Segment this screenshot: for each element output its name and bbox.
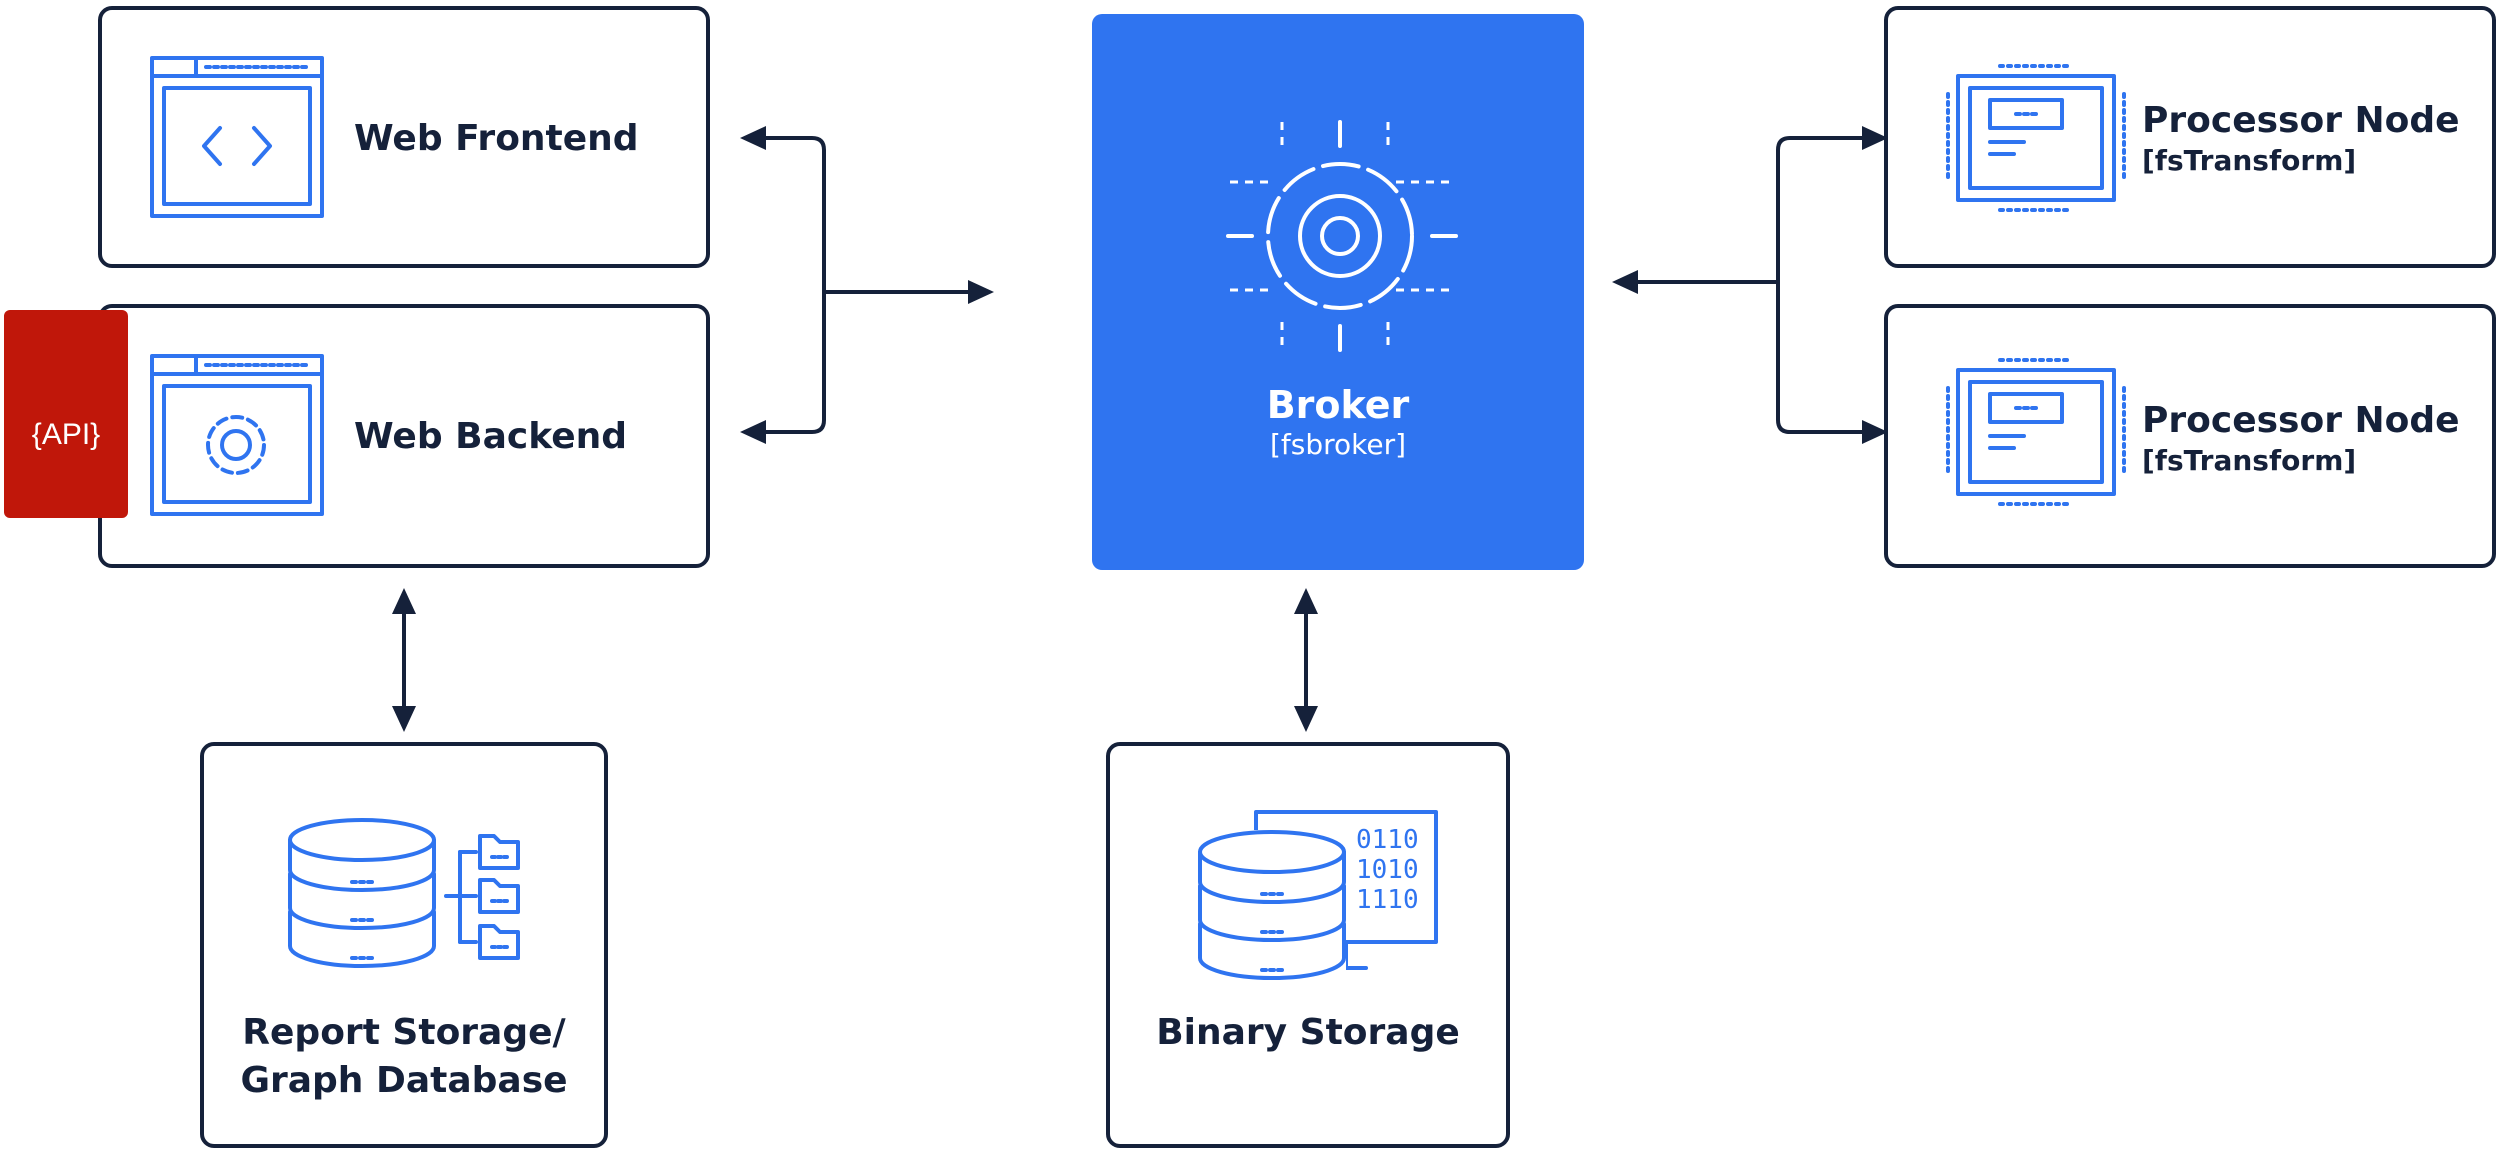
svg-text:1010: 1010 <box>1356 855 1419 885</box>
connectors <box>392 126 1888 732</box>
left-bracket-connector <box>766 136 826 434</box>
broker-node[interactable]: Broker [fsbroker] <box>1092 14 1584 570</box>
arrow-to-broker-right <box>1612 270 1638 294</box>
arrow-to-broker-vertical <box>1294 588 1318 614</box>
broker-box <box>1092 14 1584 570</box>
svg-text:1110: 1110 <box>1356 885 1419 915</box>
report-storage-box <box>200 742 608 1148</box>
arrow-to-processor-node-2 <box>1862 420 1888 444</box>
binary-storage-node[interactable]: 0110 1010 1110 Binary Storage <box>1106 742 1510 1148</box>
processor-node-2-sublabel: [fsTransform] <box>2142 444 2356 477</box>
arrow-to-web-frontend <box>740 126 766 150</box>
web-frontend-box <box>98 6 710 268</box>
broker-sublabel: [fsbroker] <box>1270 428 1406 461</box>
web-frontend-label: Web Frontend <box>354 118 639 159</box>
arrow-to-processor-node-1 <box>1862 126 1888 150</box>
arrow-to-binary-storage <box>1294 706 1318 732</box>
gear-window-icon <box>150 354 324 516</box>
web-backend-label: Web Backend <box>354 416 627 457</box>
api-badge: {API} <box>4 310 128 518</box>
arrow-to-web-backend-vertical <box>392 588 416 614</box>
report-storage-label-line1: Report Storage/ <box>242 1012 566 1053</box>
broker-label: Broker <box>1267 383 1410 427</box>
processor-node-1[interactable]: Processor Node [fsTransform] <box>1884 6 2496 268</box>
code-window-icon <box>150 56 324 218</box>
arrow-to-web-backend <box>740 420 766 444</box>
processor-node-2-label: Processor Node <box>2142 400 2460 441</box>
binary-digits-icon: 0110 <box>1356 825 1419 855</box>
processor-node-2[interactable]: Processor Node [fsTransform] <box>1884 304 2496 568</box>
database-binary-icon: 0110 1010 1110 <box>1196 810 1438 980</box>
report-storage-label-line2: Graph Database <box>240 1060 567 1101</box>
report-storage-node[interactable]: Report Storage/ Graph Database <box>200 742 608 1148</box>
database-folders-icon <box>288 818 520 968</box>
processor-node-1-label: Processor Node <box>2142 100 2460 141</box>
right-bracket-connector <box>1776 136 1866 434</box>
web-frontend-node[interactable]: Web Frontend <box>98 6 710 268</box>
web-backend-node[interactable]: Web Backend <box>98 304 710 568</box>
gear-icon <box>1226 120 1458 352</box>
processor-node-1-sublabel: [fsTransform] <box>2142 144 2356 177</box>
binary-storage-label: Binary Storage <box>1156 1012 1460 1053</box>
arrow-to-report-storage <box>392 706 416 732</box>
api-badge-label: {API} <box>32 418 100 451</box>
arrow-to-broker-left <box>968 280 994 304</box>
